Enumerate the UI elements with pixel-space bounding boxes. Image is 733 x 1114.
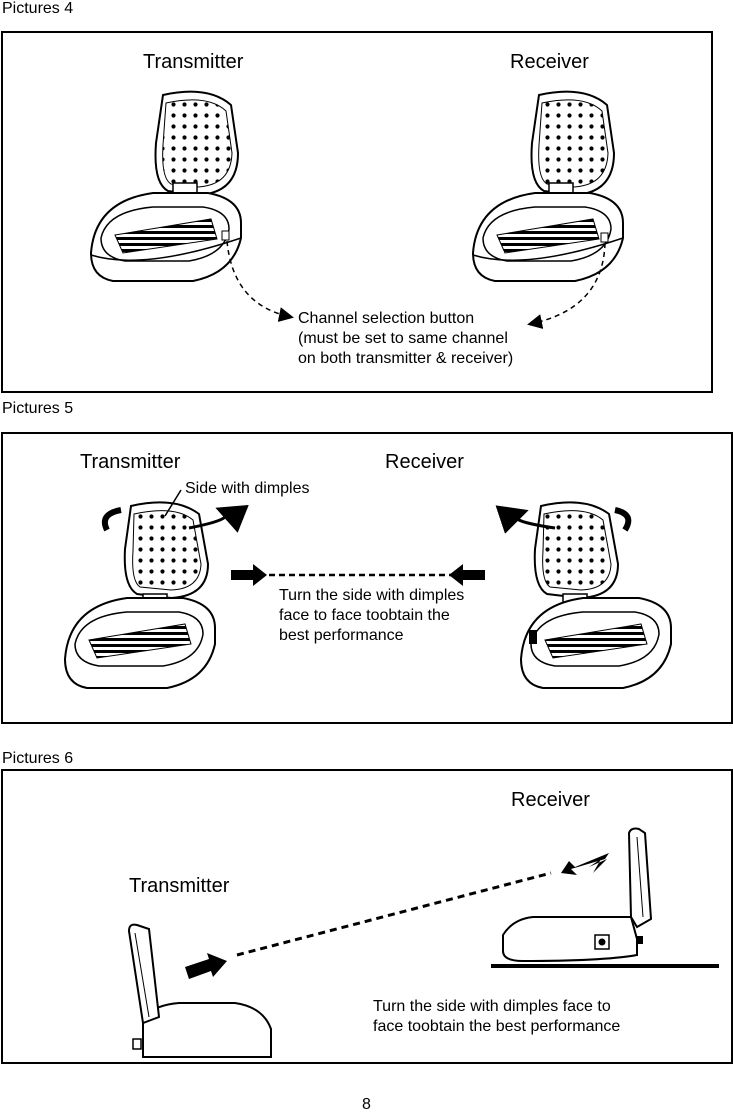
- pictures-6-illustration: [127, 827, 719, 1058]
- transmitter-device: [63, 489, 249, 689]
- dimples-label: Side with dimples: [185, 480, 310, 497]
- caption-pictures-4: Pictures 4: [2, 0, 74, 17]
- receiver-device: [471, 90, 624, 282]
- transmitter-label: Transmitter: [80, 451, 181, 473]
- figure-frame-pictures-4: Transmitter Receiver Channel selection b…: [1, 31, 713, 393]
- caption-pictures-6: Pictures 6: [2, 750, 74, 767]
- transmitter-device: [89, 90, 242, 282]
- pictures-5-illustration: [63, 489, 672, 689]
- transmitter-label: Transmitter: [143, 51, 244, 73]
- transmitter-label: Transmitter: [129, 875, 230, 897]
- face-to-face-indicator: [231, 564, 485, 586]
- transmitter-side-view: [127, 923, 272, 1058]
- caption-pictures-5: Pictures 5: [2, 400, 74, 417]
- receiver-label: Receiver: [385, 451, 464, 473]
- pictures-4-illustration: [89, 90, 624, 329]
- receiver-side-view: [491, 827, 719, 968]
- receiver-label: Receiver: [510, 51, 589, 73]
- face-to-face-note: Turn the side with dimples face to face …: [279, 587, 465, 644]
- figure-frame-pictures-6: Receiver Transmitter Turn the side with …: [1, 769, 733, 1064]
- arrow-to-transmitter-button: [226, 240, 294, 322]
- page-number: 8: [362, 1096, 371, 1113]
- receiver-device: [495, 501, 672, 689]
- figure-frame-pictures-5: Transmitter Receiver Side with dimples T…: [1, 432, 733, 724]
- channel-selection-note: Channel selection button (must be set to…: [298, 310, 514, 367]
- arrow-to-receiver-button: [527, 242, 606, 329]
- side-view-note: Turn the side with dimples face to face …: [373, 998, 621, 1035]
- line-of-sight: [236, 871, 552, 957]
- receiver-label: Receiver: [511, 789, 590, 811]
